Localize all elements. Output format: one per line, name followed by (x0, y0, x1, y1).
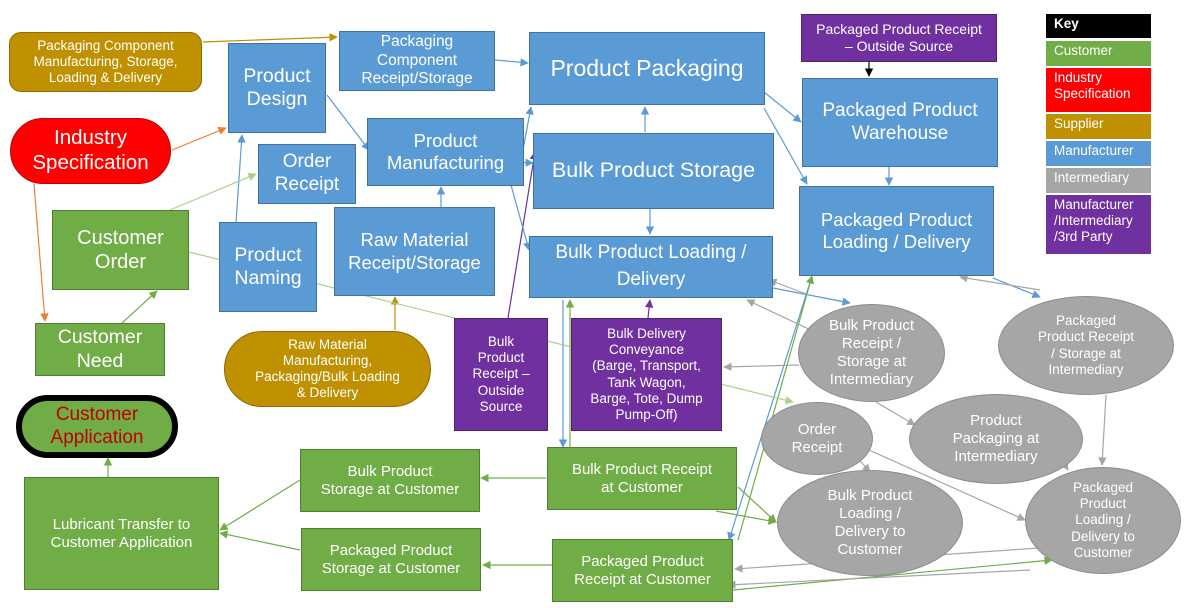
node-customer-application[interactable]: Customer Application (16, 395, 178, 458)
node-bulk-storage-intermediary[interactable]: Bulk Product Receipt / Storage at Interm… (798, 304, 945, 402)
key-customer: Customer (1046, 41, 1151, 66)
node-packaged-receipt-customer[interactable]: Packaged Product Receipt at Customer (552, 539, 733, 602)
node-bulk-product-loading[interactable]: Bulk Product Loading / Delivery (529, 236, 773, 298)
key-title: Key (1046, 14, 1151, 38)
node-raw-material-manufacturing[interactable]: Raw Material Manufacturing, Packaging/Bu… (224, 331, 431, 407)
node-bulk-receipt-outside-source[interactable]: Bulk Product Receipt – Outside Source (454, 318, 548, 431)
node-bulk-product-storage[interactable]: Bulk Product Storage (533, 133, 774, 209)
node-packaged-product-warehouse[interactable]: Packaged Product Warehouse (802, 78, 998, 167)
node-packaged-receipt-outside-source[interactable]: Packaged Product Receipt – Outside Sourc… (801, 14, 997, 62)
node-bulk-delivery-conveyance[interactable]: Bulk Delivery Conveyance (Barge, Transpo… (571, 318, 722, 431)
node-product-manufacturing[interactable]: Product Manufacturing (367, 118, 524, 186)
node-raw-material-receipt[interactable]: Raw Material Receipt/Storage (334, 207, 495, 296)
node-packaging-component-receipt[interactable]: Packaging Component Receipt/Storage (339, 31, 495, 91)
node-bulk-loading-to-customer[interactable]: Bulk Product Loading / Delivery to Custo… (777, 470, 963, 576)
node-packaged-receipt-intermediary[interactable]: Packaged Product Receipt / Storage at In… (998, 296, 1174, 395)
node-industry-specification[interactable]: Industry Specification (10, 118, 171, 184)
node-packaged-product-loading[interactable]: Packaged Product Loading / Delivery (799, 186, 994, 276)
connector-green (95, 275, 1053, 591)
node-order-receipt-intermediary[interactable]: Order Receipt (761, 402, 873, 475)
node-product-packaging[interactable]: Product Packaging (529, 32, 765, 105)
node-customer-need[interactable]: Customer Need (35, 323, 165, 376)
node-product-design[interactable]: Product Design (228, 43, 326, 133)
connector-supplier (202, 33, 400, 330)
node-packaging-component-supplier[interactable]: Packaging Component Manufacturing, Stora… (9, 32, 202, 92)
key-intermediary: Intermediary (1046, 168, 1151, 193)
connector-purple (507, 151, 654, 319)
node-packaged-storage-customer[interactable]: Packaged Product Storage at Customer (301, 528, 481, 591)
node-order-receipt[interactable]: Order Receipt (258, 144, 356, 204)
node-bulk-storage-customer[interactable]: Bulk Product Storage at Customer (300, 449, 480, 512)
node-lubricant-transfer[interactable]: Lubricant Transfer to Customer Applicati… (24, 477, 219, 590)
key-supplier: Supplier (1046, 114, 1151, 139)
key-industry-specification: Industry Specification (1046, 68, 1151, 112)
node-customer-order[interactable]: Customer Order (52, 210, 189, 290)
key-manufacturer: Manufacturer (1046, 141, 1151, 166)
node-packaged-loading-to-customer[interactable]: Packaged Product Loading / Delivery to C… (1025, 467, 1181, 574)
node-product-packaging-intermediary[interactable]: Product Packaging at Intermediary (909, 394, 1083, 484)
connector-orange (33, 126, 227, 322)
key-third-party: Manufacturer /Intermediary /3rd Party (1046, 195, 1151, 254)
node-bulk-receipt-customer[interactable]: Bulk Product Receipt at Customer (547, 447, 737, 510)
node-product-naming[interactable]: Product Naming (219, 222, 317, 312)
